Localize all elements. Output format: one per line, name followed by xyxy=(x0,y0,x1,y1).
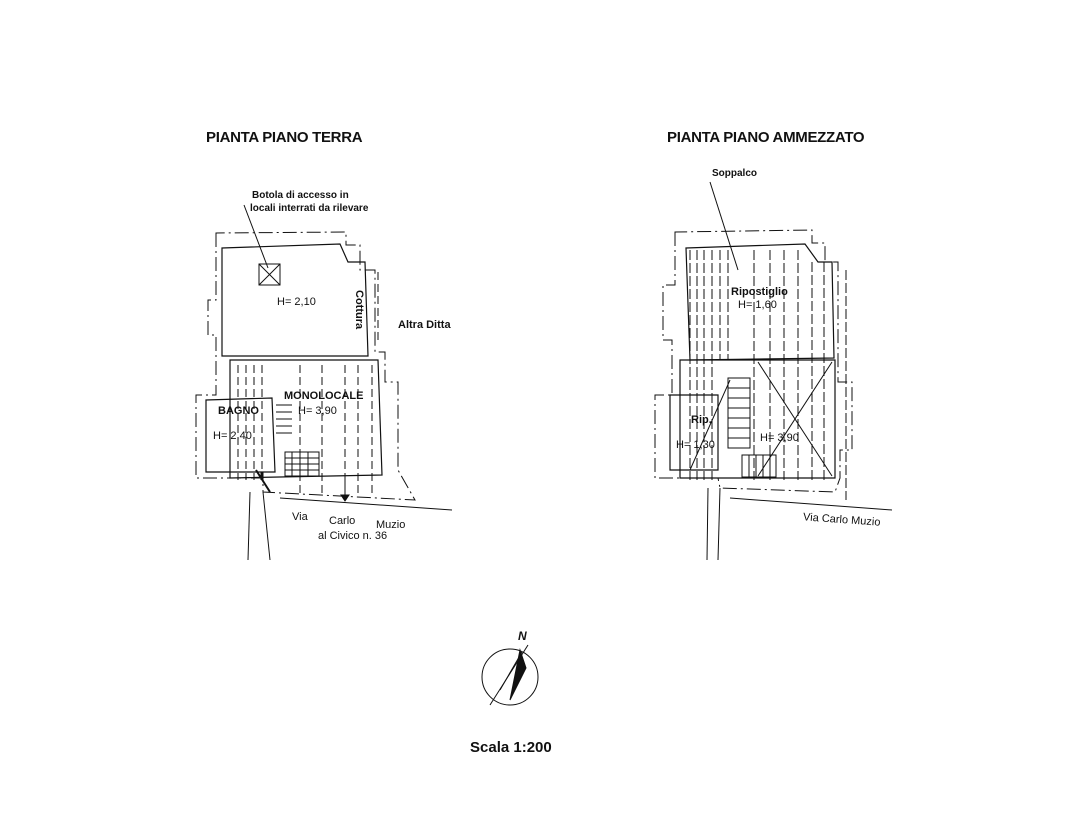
studio-height: H= 3,90 xyxy=(298,405,337,417)
hatch-note-line1: Botola di accesso in xyxy=(252,190,349,201)
scale-label: Scala 1:200 xyxy=(470,739,552,756)
street-via: Via xyxy=(292,511,308,523)
mezzanine-plan xyxy=(654,181,893,561)
storage-height: H= 1,60 xyxy=(738,299,777,311)
street-civic: al Civico n. 36 xyxy=(318,530,388,542)
storage-label: Ripostiglio xyxy=(731,286,788,298)
studio-label: MONOLOCALE xyxy=(284,390,364,402)
hatch-box xyxy=(258,263,281,286)
street-carlo: Carlo xyxy=(329,515,356,527)
ground-floor-plan xyxy=(195,204,453,561)
bath-label: BAGNO xyxy=(218,405,259,417)
north-label: N xyxy=(518,629,527,643)
hatch-note-line2: locali interrati da rilevare xyxy=(250,203,369,214)
small-room-label: Rip. xyxy=(691,414,712,426)
north-compass xyxy=(481,644,539,706)
ground-floor-title: PIANTA PIANO TERRA xyxy=(206,129,363,146)
street-muzio: Muzio xyxy=(376,519,406,531)
mezzanine-title: PIANTA PIANO AMMEZZATO xyxy=(667,129,865,146)
upper-room-height: H= 2,10 xyxy=(277,296,316,308)
void-height: H= 3,90 xyxy=(760,432,799,444)
neighbour-label: Altra Ditta xyxy=(398,319,451,331)
loft-label: Soppalco xyxy=(712,168,758,179)
cottura-label: Cottura xyxy=(353,290,365,330)
small-room-height: H= 1,30 xyxy=(676,439,715,451)
bath-height: H= 2,40 xyxy=(213,430,252,442)
